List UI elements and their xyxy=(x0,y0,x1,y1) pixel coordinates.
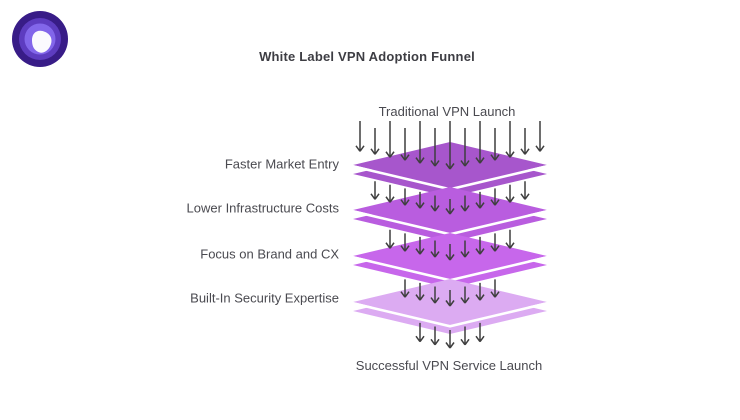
flow-arrow xyxy=(430,286,440,304)
flow-arrow xyxy=(520,181,530,200)
flow-arrow xyxy=(460,286,470,304)
flow-arrow xyxy=(400,128,410,161)
stage-label-focus-on-brand-and-cx: Focus on Brand and CX xyxy=(200,246,339,262)
flow-arrow xyxy=(460,240,470,258)
flow-arrow xyxy=(430,128,440,167)
flow-arrow xyxy=(415,236,425,255)
flow-arrow xyxy=(475,191,485,209)
flow-arrow xyxy=(370,128,380,155)
flow-arrow xyxy=(385,121,395,158)
flow-arrow xyxy=(370,181,380,200)
flow-arrow xyxy=(475,236,485,255)
flow-arrow xyxy=(520,128,530,155)
flow-arrow xyxy=(400,279,410,298)
flow-arrow xyxy=(460,128,470,167)
flow-arrow xyxy=(505,184,515,203)
flow-arrow xyxy=(475,282,485,301)
stage-label-faster-market-entry: Faster Market Entry xyxy=(224,156,339,172)
flow-arrow xyxy=(490,188,500,206)
flow-arrow xyxy=(415,121,425,164)
stage-label-lower-infrastructure-costs: Lower Infrastructure Costs xyxy=(186,200,339,216)
flow-arrow xyxy=(385,184,395,203)
flow-arrow xyxy=(430,326,440,346)
flow-arrow xyxy=(505,121,515,158)
flow-arrow xyxy=(460,195,470,212)
flow-arrow xyxy=(415,322,425,343)
flow-arrow xyxy=(400,233,410,252)
flow-arrow xyxy=(445,121,455,170)
funnel-output-label: Successful VPN Service Launch xyxy=(355,358,543,373)
flow-arrow xyxy=(445,330,455,349)
flow-arrow xyxy=(475,121,485,164)
flow-arrow xyxy=(490,128,500,161)
flow-arrow xyxy=(355,121,365,152)
flow-arrow xyxy=(430,195,440,212)
flow-arrow xyxy=(445,244,455,261)
flow-arrow xyxy=(505,229,515,249)
flow-arrow xyxy=(460,326,470,346)
flow-arrow xyxy=(385,229,395,249)
flow-arrow xyxy=(415,282,425,301)
flow-arrow xyxy=(445,290,455,307)
flow-arrow xyxy=(475,322,485,343)
funnel-layer-separator-3 xyxy=(352,302,548,328)
flow-arrow xyxy=(490,279,500,298)
flow-arrow xyxy=(490,233,500,252)
funnel-input-label: Traditional VPN Launch xyxy=(378,104,516,119)
logo-pick-icon xyxy=(31,30,52,53)
brand-logo xyxy=(12,11,68,67)
flow-arrow xyxy=(400,188,410,206)
flow-arrow xyxy=(535,121,545,152)
flow-arrow xyxy=(445,199,455,215)
flow-arrow xyxy=(415,191,425,209)
page-title: White Label VPN Adoption Funnel xyxy=(259,49,475,64)
stage-label-built-in-security-expertise: Built-In Security Expertise xyxy=(190,290,339,306)
flow-arrow xyxy=(430,240,440,258)
